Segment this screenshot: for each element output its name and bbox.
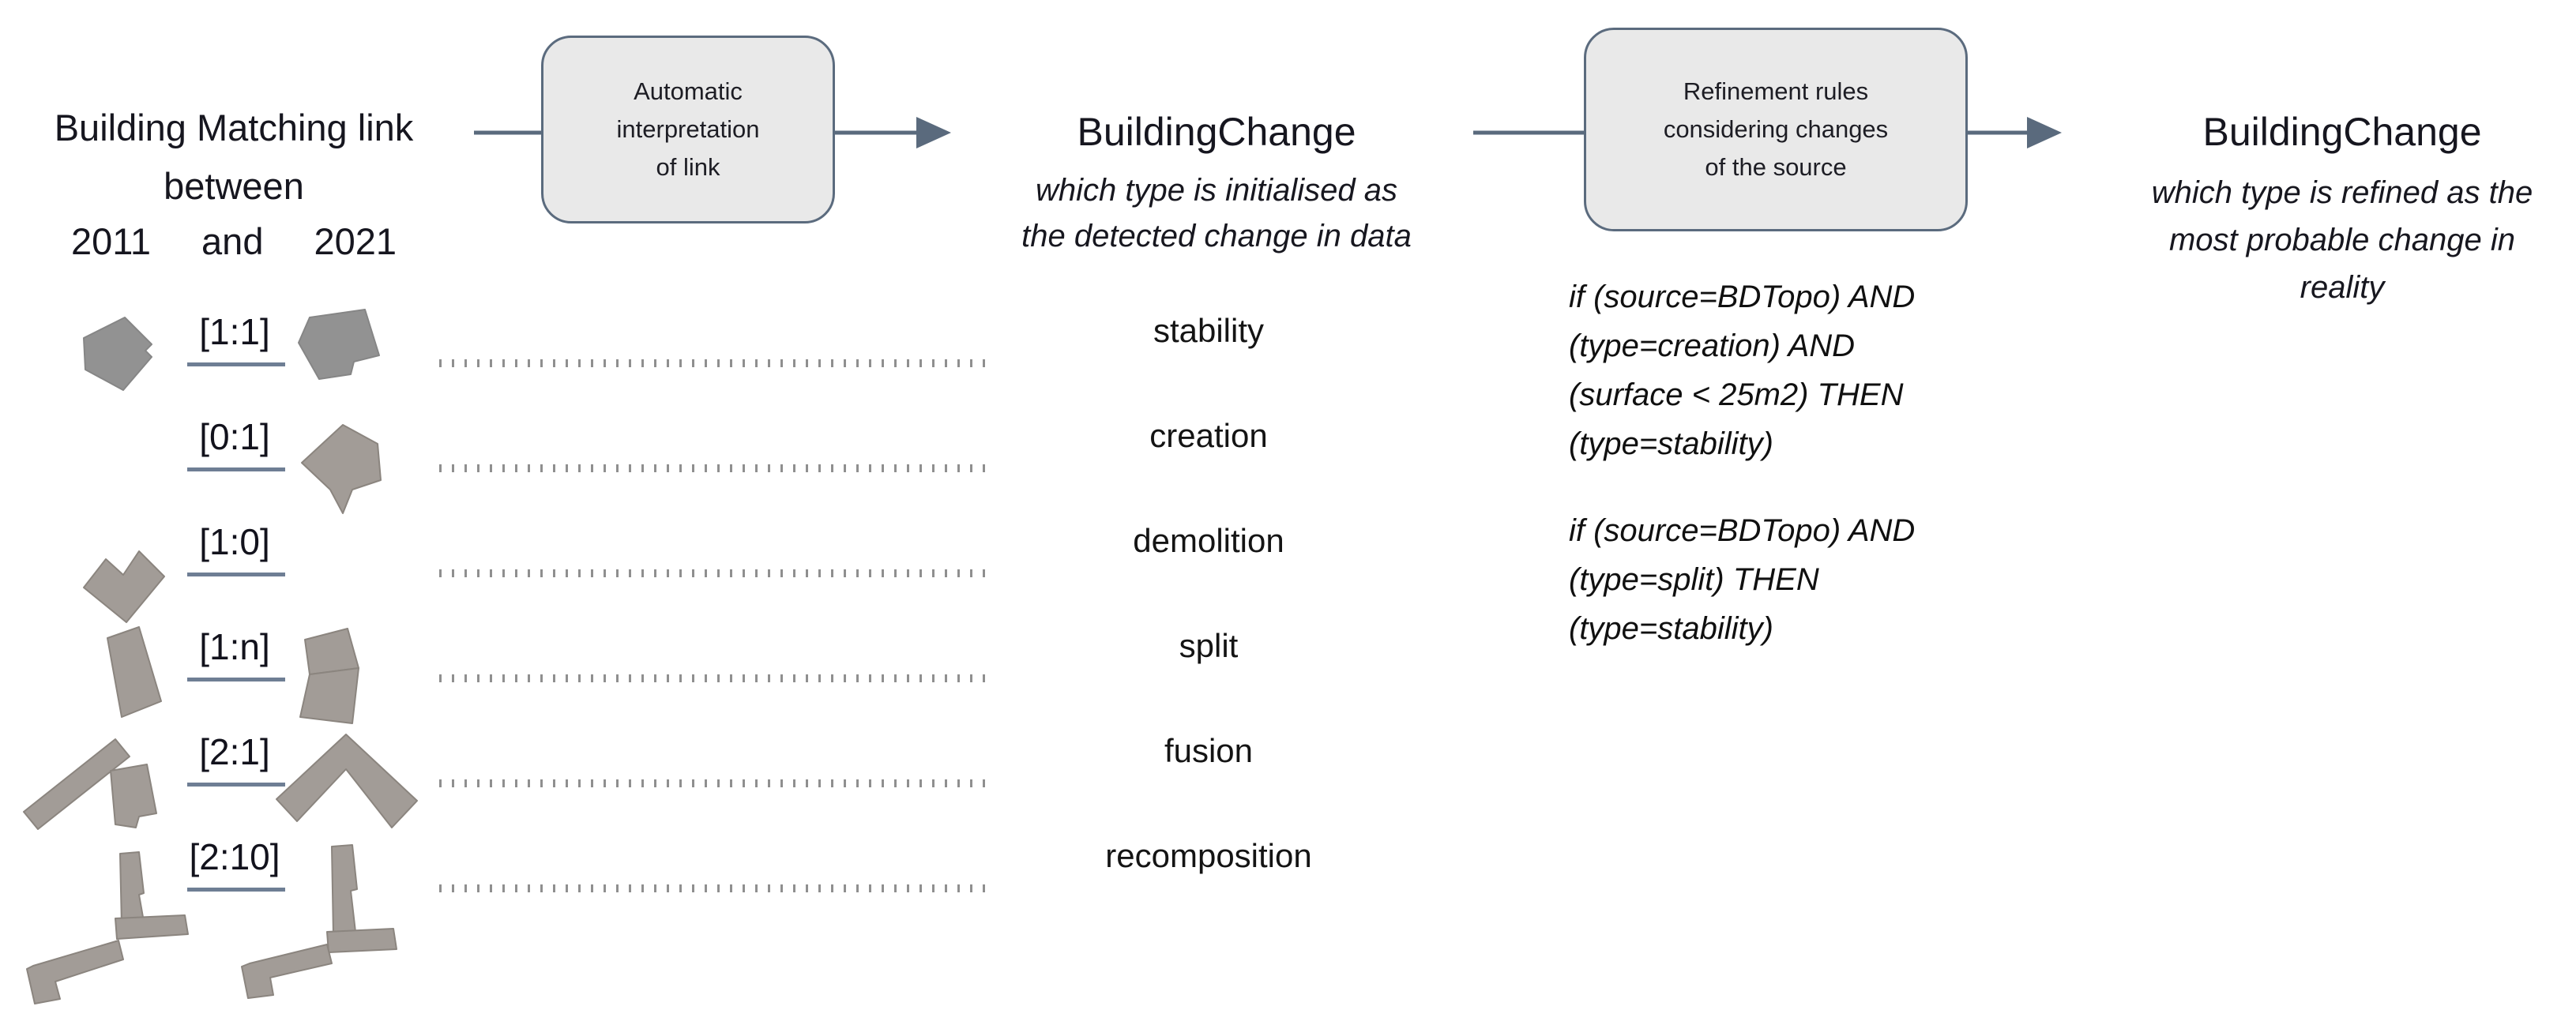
building-footprint-2-10-2011 <box>26 851 189 1004</box>
rule1-line4: (type=stability) <box>1569 426 1773 461</box>
initial-change-subtitle-line1: which type is initialised as <box>1036 173 1397 208</box>
building-footprint-1-1-2021 <box>298 309 380 380</box>
year-conjunction-label: and <box>201 220 264 262</box>
initial-change-subtitle: which type is initialised as the detecte… <box>940 167 1493 259</box>
arrow1-head-icon <box>916 117 951 148</box>
match-link-label-2-1: [2:1] <box>199 731 270 772</box>
step-box-refinement-rules: Refinement rules considering changes of … <box>1584 28 1968 231</box>
year-2011-label: 2011 <box>70 220 152 262</box>
step1-line3: of link <box>656 153 720 181</box>
refinement-rule-2: if (source=BDTopo) AND (type=split) THEN… <box>1569 506 1915 653</box>
initial-change-heading: BuildingChange <box>1077 110 1356 154</box>
step1-line1: Automatic <box>634 77 743 105</box>
refined-change-subtitle-line1: which type is refined as the <box>2151 175 2533 210</box>
building-footprint-0-1-2021 <box>301 424 382 514</box>
mapping-dotted-line-creation <box>439 464 994 472</box>
match-link-label-2-10: [2:10] <box>189 836 280 877</box>
change-type-recomposition: recomposition <box>1105 837 1312 874</box>
left-title-line2: between <box>164 165 304 207</box>
match-link-label-1-1: [1:1] <box>199 311 270 352</box>
refined-change-heading: BuildingChange <box>2202 110 2482 154</box>
rule1-line1: if (source=BDTopo) AND <box>1569 280 1916 314</box>
refined-change-subtitle: which type is refined as the most probab… <box>2066 169 2576 311</box>
refinement-rule-1: if (source=BDTopo) AND (type=creation) A… <box>1569 272 1915 468</box>
building-footprint-2-1-2021 <box>276 734 418 828</box>
building-footprint-1-n-2021 <box>299 628 359 724</box>
left-title-line1: Building Matching link <box>54 107 414 148</box>
match-link-label-1-0: [1:0] <box>199 521 270 562</box>
building-footprint-1-1-2011 <box>83 317 152 391</box>
refined-change-subtitle-line2: most probable change in <box>2168 223 2516 257</box>
building-footprint-1-0-2011 <box>83 550 165 623</box>
match-link-underline <box>187 573 285 576</box>
building-footprint-2-1-2011 <box>23 738 157 830</box>
match-link-label-1-n: [1:n] <box>199 626 270 667</box>
mapping-dotted-line-split <box>439 674 994 682</box>
step2-line1: Refinement rules <box>1683 77 1869 105</box>
building-footprint-1-n-2011 <box>107 626 162 718</box>
initial-change-subtitle-line2: the detected change in data <box>1021 219 1412 253</box>
mapping-dotted-line-fusion <box>439 779 994 787</box>
change-type-split: split <box>1179 627 1239 664</box>
mapping-dotted-line-stability <box>439 359 994 367</box>
step-box-automatic-interpretation: Automatic interpretation of link <box>541 36 835 223</box>
change-type-creation: creation <box>1149 417 1268 454</box>
rule2-line2: (type=split) THEN <box>1569 562 1819 597</box>
match-link-underline <box>187 888 285 892</box>
change-type-fusion: fusion <box>1164 732 1254 769</box>
left-title-years: 2011 and 2021 <box>0 220 468 263</box>
year-2021-label: 2021 <box>314 220 397 262</box>
match-link-underline <box>187 467 285 471</box>
change-type-stability: stability <box>1153 312 1265 349</box>
step1-line2: interpretation <box>616 115 760 143</box>
rule2-line3: (type=stability) <box>1569 611 1773 646</box>
match-link-underline <box>187 783 285 787</box>
mapping-dotted-line-demolition <box>439 569 994 577</box>
match-link-label-0-1: [0:1] <box>199 416 270 457</box>
rule1-line3: (surface < 25m2) THEN <box>1569 377 1904 412</box>
change-type-demolition: demolition <box>1133 522 1284 559</box>
match-link-underline <box>187 362 285 366</box>
mapping-dotted-line-recomposition <box>439 884 994 892</box>
arrow2-head-icon <box>2027 117 2062 148</box>
step2-line2: considering changes <box>1663 115 1889 143</box>
building-footprint-2-10-2021 <box>241 844 397 999</box>
rule2-line1: if (source=BDTopo) AND <box>1569 513 1916 548</box>
refined-change-subtitle-line3: reality <box>2300 270 2385 305</box>
step2-line3: of the source <box>1705 153 1847 181</box>
match-link-underline <box>187 678 285 681</box>
rule1-line2: (type=creation) AND <box>1569 329 1855 363</box>
